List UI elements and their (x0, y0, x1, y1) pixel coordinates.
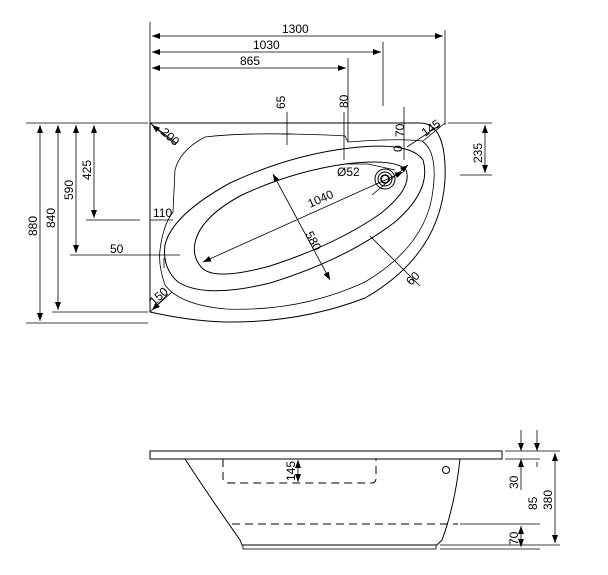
dim-580: 580 (302, 229, 324, 254)
dim-85: 85 (526, 496, 540, 510)
dim-line-580 (272, 173, 331, 281)
drain-leader (367, 163, 396, 171)
dim-865: 865 (240, 54, 260, 68)
dim-line-145 (406, 124, 441, 148)
dim-line-200 (151, 124, 177, 146)
shelf-outline (159, 133, 435, 310)
dim-590: 590 (62, 180, 76, 200)
side-view: 145 30 85 380 70 (149, 430, 560, 550)
dim-235: 235 (471, 143, 485, 163)
top-view: 1300 1030 865 65 80 70 0 145 Ø52 235 200 (26, 22, 492, 324)
corner-line (422, 122, 446, 142)
dim-50: 50 (110, 242, 124, 256)
dim-line-1040 (202, 171, 404, 263)
rim (149, 450, 503, 460)
dim-840: 840 (44, 208, 58, 228)
dim-line-60 (369, 235, 421, 287)
bath-outline (149, 122, 446, 323)
dim-0: 0 (391, 145, 405, 152)
dim-1030: 1030 (253, 38, 280, 52)
shelf-dashed (222, 459, 377, 484)
dim-1040: 1040 (306, 187, 336, 211)
dim-30: 30 (507, 475, 521, 489)
dim-drain: Ø52 (337, 165, 360, 179)
base (242, 544, 437, 550)
dim-line-150 (151, 291, 173, 311)
dim-200: 200 (158, 125, 182, 149)
dim-380: 380 (541, 490, 555, 510)
bath-body (184, 458, 461, 546)
dim-70: 70 (393, 123, 407, 137)
dim-110: 110 (153, 206, 172, 220)
dim-70-side: 70 (507, 531, 521, 545)
dim-80: 80 (337, 94, 351, 108)
dim-425: 425 (80, 160, 94, 180)
dim-1300: 1300 (282, 22, 309, 36)
dim-65: 65 (274, 95, 288, 109)
overflow-icon (442, 466, 450, 474)
dim-145-side: 145 (284, 461, 298, 481)
dim-60: 60 (403, 269, 423, 289)
dim-880: 880 (26, 216, 40, 236)
